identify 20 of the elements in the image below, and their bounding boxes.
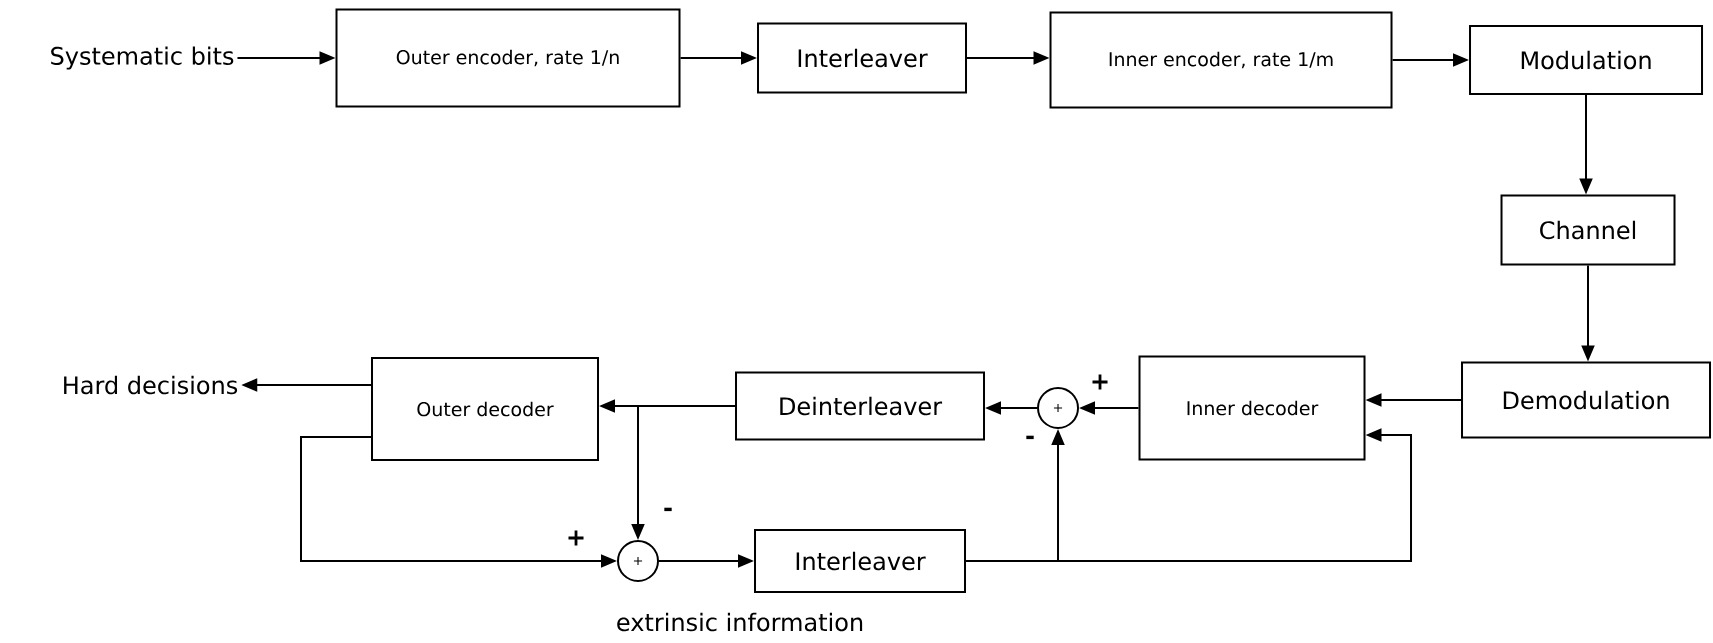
sign-label: - [1024, 434, 1036, 446]
summing-junction: + [1037, 387, 1079, 429]
arrow [965, 428, 1412, 562]
sign-label: + [1088, 373, 1112, 391]
modulation-box: Modulation [1469, 25, 1703, 95]
decoder-box: Outer decoder [371, 357, 599, 461]
encoder-box: Inner encoder, rate 1/m [1049, 11, 1393, 109]
sign-label: + [564, 529, 588, 547]
encoder-box: Outer encoder, rate 1/n [335, 8, 681, 108]
channel-box: Channel [1500, 194, 1676, 266]
interleaver-box: Interleaver [754, 529, 966, 593]
demodulation-box: Demodulation [1461, 361, 1711, 439]
decoder-box: Inner decoder [1138, 355, 1366, 461]
interleaver-box: Interleaver [757, 22, 967, 94]
output-label: Hard decisions [64, 375, 238, 395]
deinterleaver-box: Deinterleaver [735, 371, 985, 441]
caption-label: extrinsic information [617, 612, 863, 632]
input-label: Systematic bits [51, 46, 234, 70]
summing-junction: + [617, 540, 659, 582]
sign-label: - [662, 506, 674, 518]
